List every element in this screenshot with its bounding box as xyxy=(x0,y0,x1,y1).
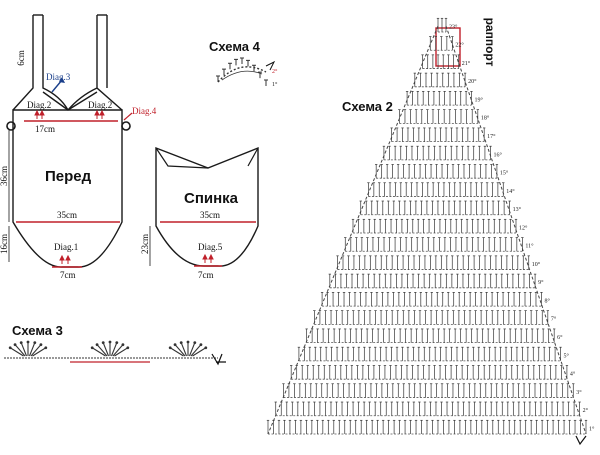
scheme2-row-number: 9° xyxy=(538,279,544,286)
scheme2-row-number: 8° xyxy=(544,297,550,304)
scheme2-row-number: 2° xyxy=(583,407,589,414)
scheme4: Схема 4 2° 1° xyxy=(209,39,278,88)
scheme2-row-numbers: 23° 22° 21° 20° 19° 18° 17° 16° 15° 14° 13° 12° 11° 1… xyxy=(449,23,595,432)
scheme2-row xyxy=(429,36,454,51)
scheme2-left-edge xyxy=(267,25,439,435)
scheme2-row xyxy=(351,218,518,234)
front-waist-width-label: 35cm xyxy=(57,210,77,220)
scheme2-row-number: 20° xyxy=(468,78,477,85)
scheme2-row xyxy=(344,237,524,252)
scheme3-fans xyxy=(8,340,208,357)
scheme4-row1: 1° xyxy=(272,81,278,88)
diag2-left-label: Diag.2 xyxy=(27,100,51,110)
scheme2: Схема 2 раппорт 23° 22° 21° 20° 19° 18° 17° 16°… xyxy=(266,17,595,446)
diag1-arrows xyxy=(59,254,71,264)
scheme2-row-number: 12° xyxy=(519,224,528,231)
scheme2-row-number: 15° xyxy=(500,170,509,177)
scheme2-row xyxy=(328,273,537,289)
scheme2-row xyxy=(390,127,486,143)
diag3-label: Diag.3 xyxy=(46,72,71,82)
scheme2-row-number: 16° xyxy=(494,151,503,158)
scheme2-row-number: 14° xyxy=(506,188,515,195)
scheme2-grid xyxy=(266,17,588,435)
scheme2-row xyxy=(274,401,581,417)
scheme4-title: Схема 4 xyxy=(209,39,261,54)
scheme2-row-number: 3° xyxy=(576,389,582,396)
scheme2-row xyxy=(289,365,569,380)
scheme3-title: Схема 3 xyxy=(12,323,63,338)
front-top-width-label: 17cm xyxy=(35,124,55,134)
scheme2-row-number: 18° xyxy=(481,115,490,122)
back-crotch-width-label: 7cm xyxy=(198,270,214,280)
scheme2-row xyxy=(336,255,530,270)
front-body-height-label: 36cm xyxy=(0,166,9,186)
diag2-arrows xyxy=(34,109,105,119)
scheme2-right-edge xyxy=(445,25,587,435)
front-piece: 6cm Diag.3 Diag.2 Diag.2 Diag.4 17cm Пер… xyxy=(0,14,157,280)
scheme2-row-number: 23° xyxy=(449,23,458,30)
front-bottom-height-label: 16cm xyxy=(0,234,9,254)
right-ring xyxy=(121,121,131,131)
scheme2-row xyxy=(436,17,448,33)
scheme2-row xyxy=(421,54,460,69)
diag5-arrows xyxy=(202,253,214,263)
scheme2-row-number: 7° xyxy=(551,316,557,323)
scheme2-row-number: 1° xyxy=(589,425,595,432)
scheme3: Схема 3 xyxy=(4,323,226,366)
scheme2-row xyxy=(313,310,550,325)
scheme2-row xyxy=(297,346,562,362)
scheme3-fan xyxy=(8,340,48,357)
diag5-label: Diag.5 xyxy=(198,242,223,252)
scheme2-row xyxy=(359,200,511,216)
back-piece: Спинка 35cm 23cm Diag.5 7cm xyxy=(140,146,259,280)
scheme2-row-number: 6° xyxy=(557,334,563,341)
scheme2-row xyxy=(382,145,492,161)
scheme4-stitches xyxy=(216,57,268,86)
scheme2-row-number: 10° xyxy=(532,261,541,268)
scheme2-row-number: 5° xyxy=(564,352,570,359)
left-ring xyxy=(6,121,16,131)
scheme2-row xyxy=(405,91,473,106)
scheme3-arrow xyxy=(211,353,226,366)
scheme2-row xyxy=(305,328,556,344)
scheme2-start-arrow xyxy=(575,435,587,446)
scheme2-title: Схема 2 xyxy=(342,99,393,114)
scheme2-row xyxy=(374,164,499,179)
front-title: Перед xyxy=(45,168,92,185)
scheme3-fan xyxy=(168,340,208,357)
scheme4-arc xyxy=(217,66,267,83)
scheme3-fan xyxy=(90,340,130,357)
scheme2-row xyxy=(398,109,480,124)
scheme2-row-number: 4° xyxy=(570,371,576,378)
right-strap xyxy=(67,15,123,111)
scheme2-row-number: 21° xyxy=(462,60,471,67)
back-waist-width-label: 35cm xyxy=(200,210,220,220)
back-bottom-height-label: 23cm xyxy=(140,234,150,254)
front-v-neck xyxy=(42,91,98,111)
scheme2-row xyxy=(282,383,575,398)
scheme2-row xyxy=(413,72,467,88)
front-strap-height-label: 6cm xyxy=(16,50,26,66)
scheme4-row2: 2° xyxy=(272,68,278,75)
scheme2-row xyxy=(367,182,505,197)
diag2-right-label: Diag.2 xyxy=(88,100,112,110)
front-crotch-width-label: 7cm xyxy=(60,270,76,280)
left-strap xyxy=(12,15,69,111)
scheme2-row xyxy=(320,292,543,307)
scheme2-row-number: 22° xyxy=(455,42,464,49)
scheme2-row-number: 11° xyxy=(525,243,534,250)
back-title: Спинка xyxy=(184,190,239,207)
diag1-label: Diag.1 xyxy=(54,242,78,252)
diag4-arrow xyxy=(123,112,133,121)
scheme2-rapport-label: раппорт xyxy=(483,18,497,67)
scheme2-row-number: 13° xyxy=(513,206,522,213)
scheme2-row xyxy=(266,419,588,435)
diag4-label: Diag.4 xyxy=(132,106,157,116)
scheme2-row-number: 17° xyxy=(487,133,496,140)
scheme2-row-number: 19° xyxy=(474,96,483,103)
